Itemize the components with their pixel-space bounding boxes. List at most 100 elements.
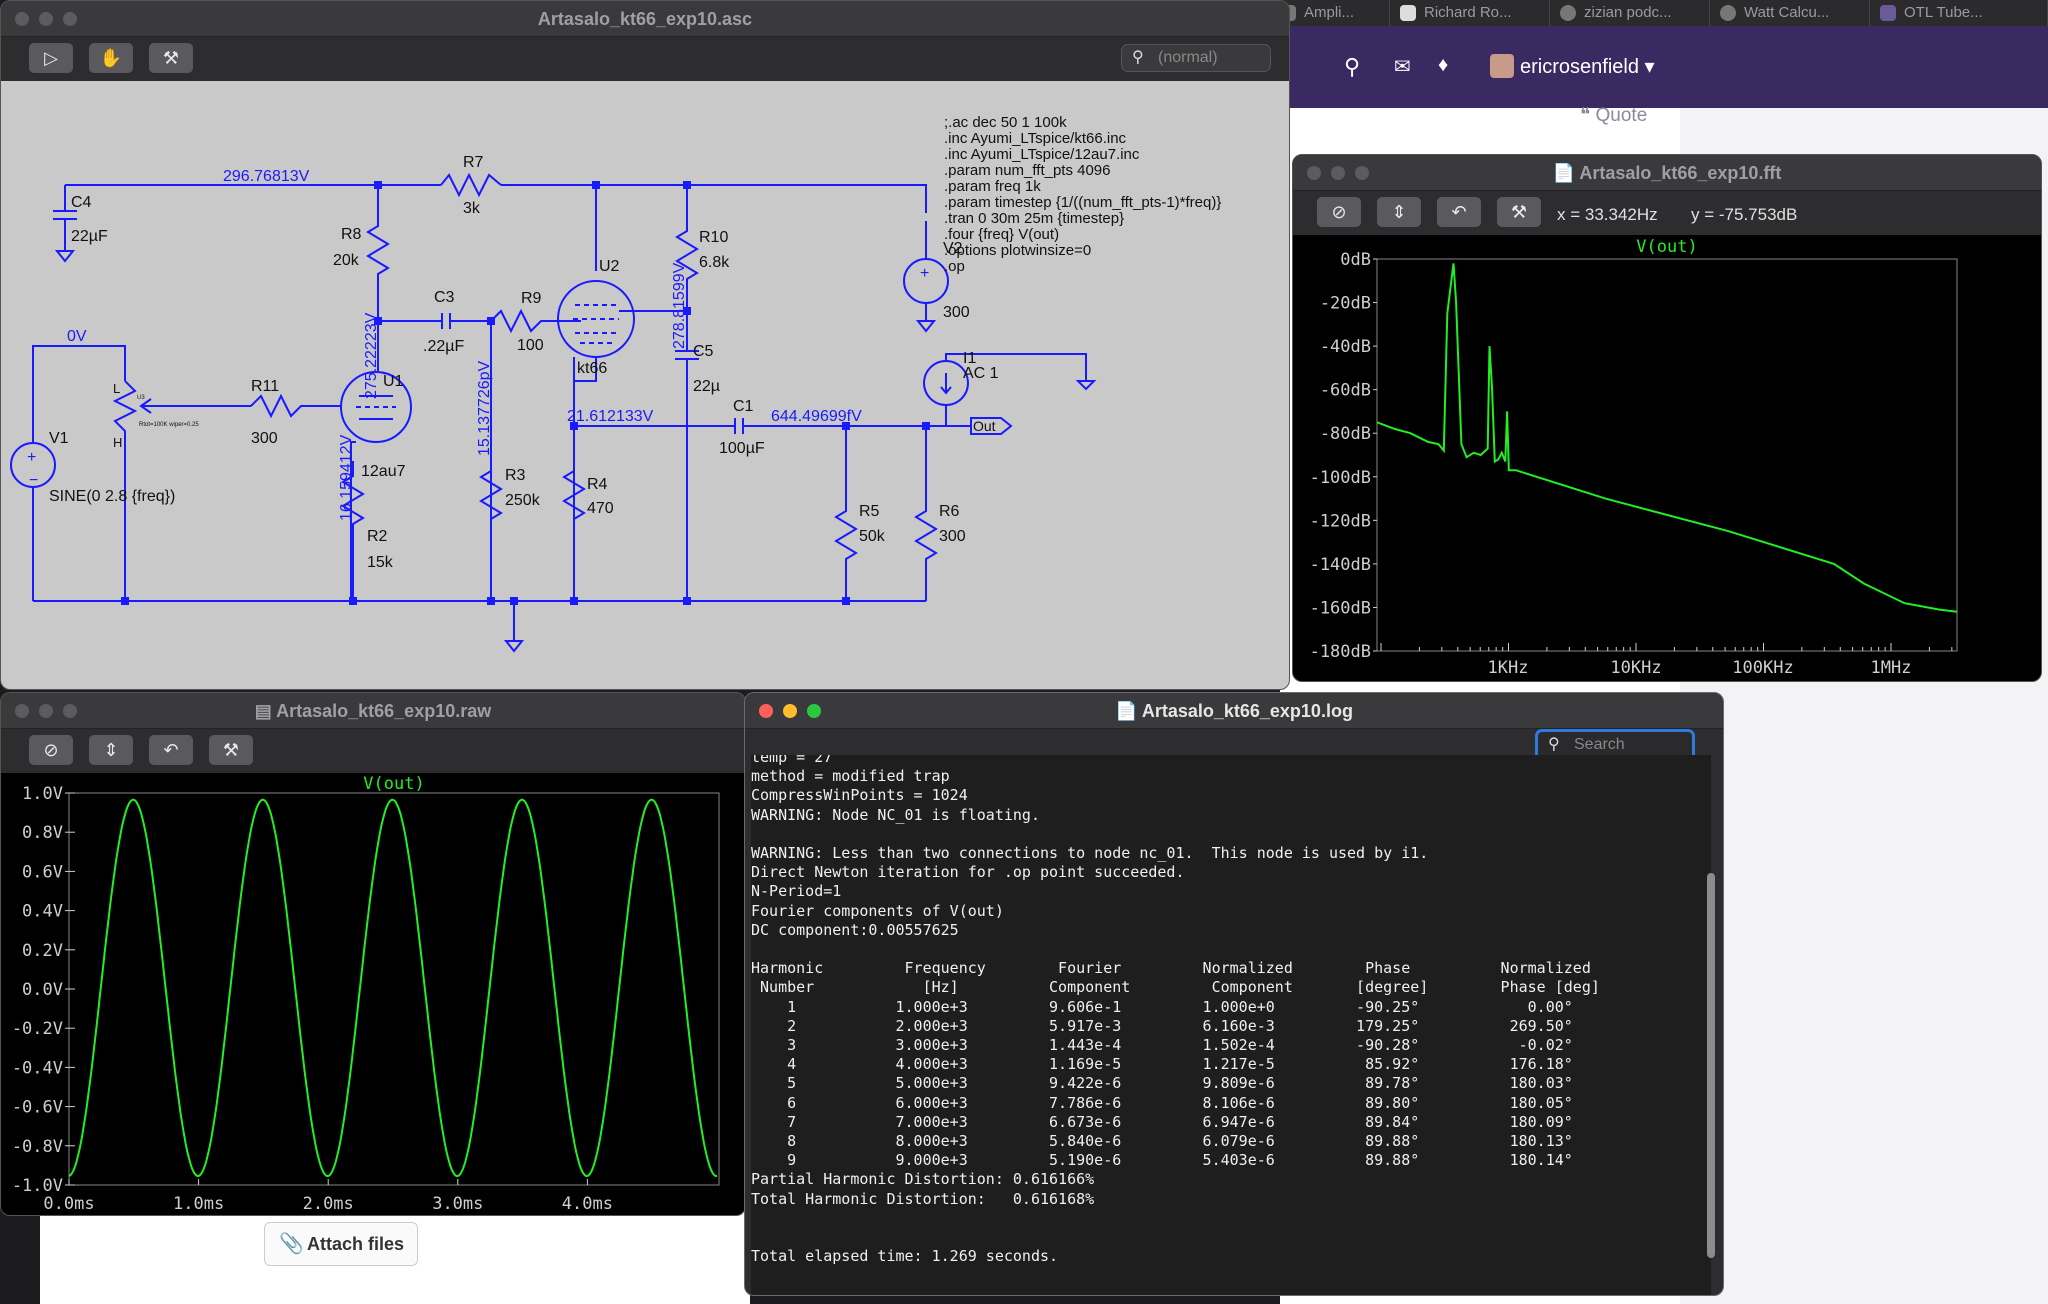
log-content: temp = 27 method = modified trap Compres… — [751, 755, 1600, 1266]
search-icon: ⚲ — [1548, 736, 1560, 753]
run-icon[interactable]: ▷ — [29, 43, 73, 73]
waveform-y-tick-label: 0.0V — [22, 980, 63, 1000]
minimize-button[interactable] — [39, 704, 53, 718]
minimize-button[interactable] — [39, 12, 53, 26]
label-c3: C3 — [434, 289, 455, 306]
zoom-button[interactable] — [807, 704, 821, 718]
quote-link[interactable]: ❝ Quote — [1580, 105, 1648, 126]
fft-y-tick-label: -80dB — [1320, 424, 1371, 444]
waveform-y-tick-label: -0.4V — [12, 1058, 63, 1078]
value-r7: 3k — [463, 200, 481, 217]
username-menu[interactable]: ericrosenfield ▾ — [1520, 56, 1655, 78]
schematic-canvas[interactable]: C4 22µF R7 3k R8 20k R10 6.8k C3 .22µF R… — [1, 81, 1290, 690]
halt-hand-icon[interactable]: ✋ — [89, 43, 133, 73]
window-controls — [15, 704, 87, 723]
minimize-button[interactable] — [1331, 166, 1345, 180]
waveform-titlebar: ▤ Artasalo_kt66_exp10.raw — [1, 693, 745, 729]
document-icon: 📄 — [1552, 163, 1575, 183]
label-r2: R2 — [367, 528, 388, 545]
waveform-window: ▤ Artasalo_kt66_exp10.raw ⊘ ⇕ ↶ ⚒ V(out)… — [0, 692, 746, 1216]
node-voltage: 275.22223V — [363, 312, 380, 399]
value-r4: 470 — [587, 500, 614, 517]
window-title: 📄 Artasalo_kt66_exp10.fft — [1552, 163, 1782, 183]
zoom-button[interactable] — [63, 704, 77, 718]
browser-tab[interactable]: OTL Tube... — [1870, 0, 2048, 26]
log-text-area[interactable]: temp = 27 method = modified trap Compres… — [751, 755, 1711, 1295]
fft-toolbar: ⊘ ⇕ ↶ ⚒ x = 33.342Hz y = -75.753dB — [1293, 191, 2041, 235]
directive-line: ;.ac dec 50 1 100k — [944, 114, 1067, 131]
waveform-file-icon: ▤ — [254, 701, 272, 721]
label-c5: C5 — [693, 343, 714, 360]
browser-tab[interactable]: zizian podc... — [1550, 0, 1710, 26]
fft-y-tick-label: -40dB — [1320, 337, 1371, 357]
minus-sign-icon: − — [29, 472, 38, 489]
value-c3: .22µF — [423, 338, 464, 355]
browser-tab[interactable]: Richard Ro... — [1390, 0, 1550, 26]
waveform-y-tick-label: -0.2V — [12, 1019, 63, 1039]
bell-icon[interactable]: ♦ — [1438, 54, 1449, 76]
trace-name: V(out) — [363, 774, 424, 794]
search-icon[interactable]: ⚲ — [1344, 54, 1361, 79]
pot-label-l: L — [113, 381, 120, 396]
close-button[interactable] — [759, 704, 773, 718]
label-r10: R10 — [699, 229, 728, 246]
fft-x-tick-label: 1KHz — [1488, 658, 1529, 678]
value-r6: 300 — [939, 528, 966, 545]
close-button[interactable] — [1307, 166, 1321, 180]
mail-icon[interactable]: ✉ — [1394, 56, 1411, 78]
directive-line: .param freq 1k — [944, 178, 1041, 195]
waveform-trace — [68, 798, 717, 1177]
label-r6: R6 — [939, 503, 960, 520]
cursor-x-readout: x = 33.342Hz — [1557, 205, 1658, 224]
fft-window: 📄 Artasalo_kt66_exp10.fft ⊘ ⇕ ↶ ⚒ x = 33… — [1292, 154, 2042, 682]
net-label-out: Out — [973, 418, 996, 434]
fft-y-tick-label: -160dB — [1310, 598, 1371, 618]
autorange-icon[interactable]: ⇕ — [1377, 197, 1421, 227]
zoom-out-icon[interactable]: ⊘ — [1317, 197, 1361, 227]
fft-plot[interactable]: V(out) 0dB-20dB-40dB-60dB-80dB-100dB-120… — [1293, 235, 2042, 682]
log-titlebar: 📄 Artasalo_kt66_exp10.log — [745, 693, 1723, 729]
hammer-icon[interactable]: ⚒ — [149, 43, 193, 73]
close-button[interactable] — [15, 704, 29, 718]
window-title: ▤ Artasalo_kt66_exp10.raw — [254, 701, 492, 721]
zoom-button[interactable] — [63, 12, 77, 26]
value-r3: 250k — [505, 492, 541, 509]
value-r5: 50k — [859, 528, 886, 545]
zoom-back-icon[interactable]: ↶ — [1437, 197, 1481, 227]
directive-line: .inc Ayumi_LTspice/12au7.inc — [944, 146, 1140, 163]
node-voltage: 15.137726pV — [476, 360, 493, 456]
value-r8: 20k — [333, 252, 360, 269]
close-button[interactable] — [15, 12, 29, 26]
node-voltage: 278.81599V — [671, 262, 688, 349]
fft-y-tick-label: -100dB — [1310, 468, 1371, 488]
waveform-plot[interactable]: V(out) 1.0V0.8V0.6V0.4V0.2V0.0V-0.2V-0.4… — [1, 773, 746, 1216]
schematic-search-input[interactable]: ⚲(normal) — [1121, 44, 1271, 72]
waveform-x-tick-label: 4.0ms — [562, 1194, 613, 1214]
node-voltage: 16.159412V — [338, 434, 355, 521]
minimize-button[interactable] — [783, 704, 797, 718]
attach-files-button[interactable]: 📎Attach files — [264, 1222, 418, 1266]
fft-y-tick-label: -60dB — [1320, 381, 1371, 401]
directive-line: .options plotwinsize=0 — [944, 242, 1091, 259]
fft-y-tick-label: 0dB — [1340, 250, 1371, 270]
fft-y-tick-label: -120dB — [1310, 511, 1371, 531]
directive-line: .op — [944, 258, 965, 275]
waveform-toolbar: ⊘ ⇕ ↶ ⚒ — [1, 729, 745, 773]
hammer-icon[interactable]: ⚒ — [209, 735, 253, 765]
directive-line: .param timestep {1/((num_fft_pts-1)*freq… — [944, 194, 1221, 211]
autorange-icon[interactable]: ⇕ — [89, 735, 133, 765]
waveform-y-tick-label: 0.8V — [22, 823, 63, 843]
hammer-icon[interactable]: ⚒ — [1497, 197, 1541, 227]
waveform-x-tick-label: 3.0ms — [432, 1194, 483, 1214]
value-r10: 6.8k — [699, 254, 730, 271]
log-scrollbar[interactable] — [1707, 873, 1715, 1258]
fft-x-tick-label: 10KHz — [1610, 658, 1661, 678]
window-controls — [15, 12, 87, 31]
zoom-button[interactable] — [1355, 166, 1369, 180]
zoom-out-icon[interactable]: ⊘ — [29, 735, 73, 765]
browser-tab[interactable]: Watt Calcu... — [1710, 0, 1870, 26]
forum-header: ⚲ ✉ ♦ ericrosenfield ▾ — [1280, 26, 2048, 108]
label-v2: V2 — [943, 240, 963, 257]
avatar[interactable] — [1490, 54, 1514, 78]
zoom-back-icon[interactable]: ↶ — [149, 735, 193, 765]
